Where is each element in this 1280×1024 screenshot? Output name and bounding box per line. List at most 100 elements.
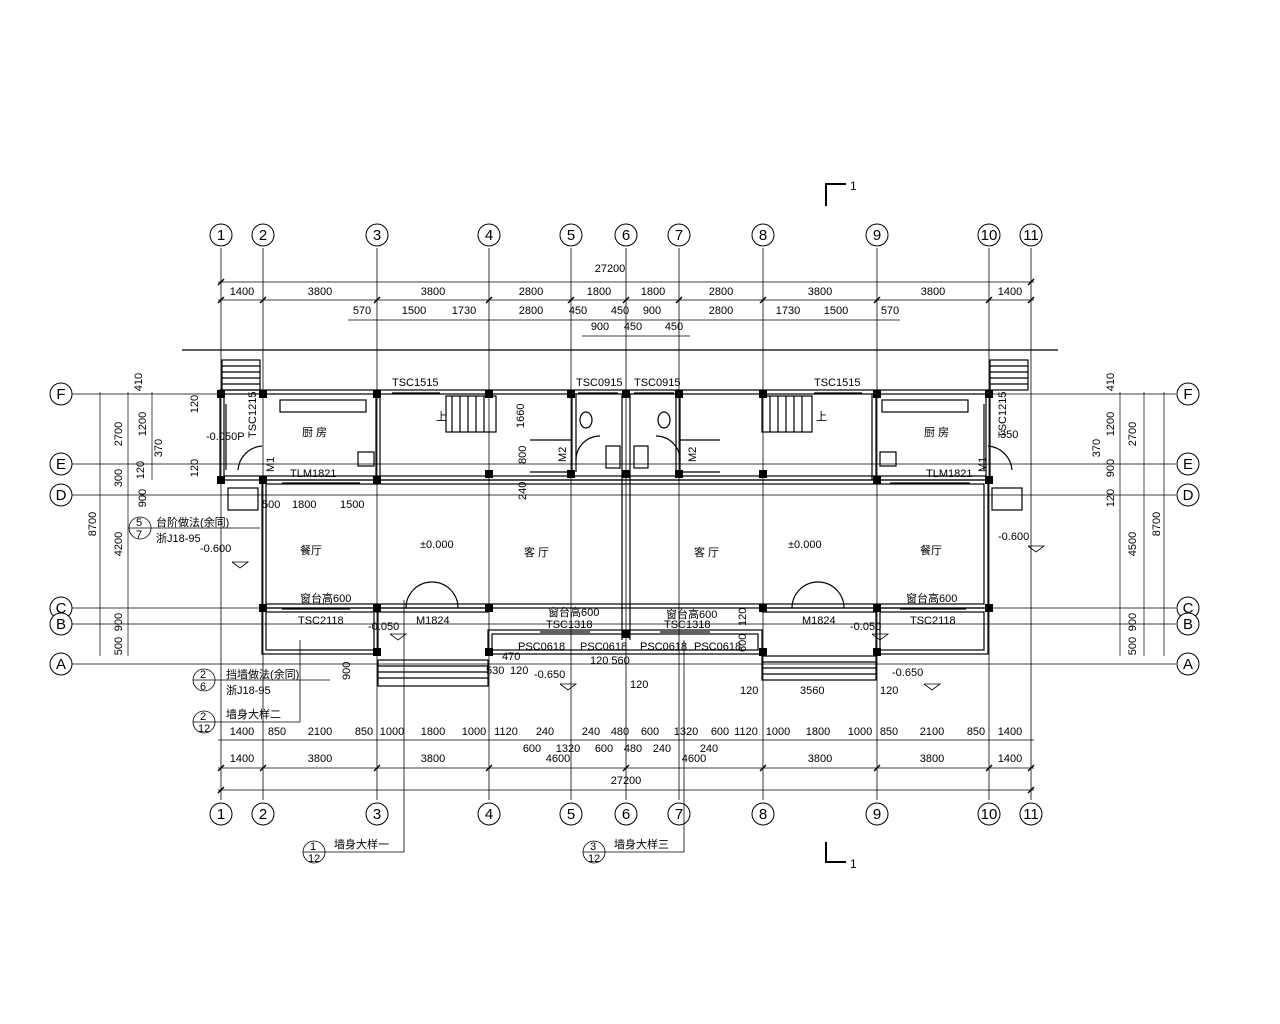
room-dining-left: 餐厅 xyxy=(300,543,322,557)
axis-top-1-circle xyxy=(209,223,233,247)
dim-bottom-row2-12: 1320 xyxy=(674,726,698,738)
dim-bottom-row2-6: 1000 xyxy=(462,726,486,738)
axis-left-E-circle xyxy=(49,452,73,476)
axis-top-3: 3 xyxy=(373,227,381,244)
axis-left-D: D xyxy=(56,487,67,504)
dim-120-e: 120 xyxy=(510,665,528,677)
level-m650-right: -0.650 xyxy=(892,667,923,679)
dim-bottom-row2-19: 2100 xyxy=(920,726,944,738)
column-17 xyxy=(759,470,767,478)
walls xyxy=(182,349,1058,687)
label-m1824-right: M1824 xyxy=(802,615,836,627)
axis-top-2-circle xyxy=(251,223,275,247)
axis-bottom-11: 11 xyxy=(1023,806,1039,823)
callout-wall3-sheet: 12 xyxy=(588,853,600,865)
axis-top-6: 6 xyxy=(622,227,630,244)
sill-note-2: 窗台高600 xyxy=(548,605,599,619)
column-11 xyxy=(259,476,267,484)
column-13 xyxy=(485,470,493,478)
column-9 xyxy=(985,390,993,398)
dim-left-2: 1200 xyxy=(137,412,149,436)
dim-bottom-row2-4: 1000 xyxy=(380,726,404,738)
axis-top-11-circle xyxy=(1019,223,1043,247)
label-psc0618-2: PSC0618 xyxy=(580,641,627,653)
axis-top-1: 1 xyxy=(217,227,225,244)
dim-right-7: 8700 xyxy=(1151,512,1163,536)
label-m1-left: M1 xyxy=(265,457,277,472)
section-mark-bottom: 1 xyxy=(850,857,857,871)
dim-top-row1-2: 3800 xyxy=(421,286,445,298)
dim-top-row2-5: 450 xyxy=(611,305,629,317)
axis-top-8-circle xyxy=(751,223,775,247)
column-2 xyxy=(373,390,381,398)
axis-bottom-1-circle xyxy=(209,802,233,826)
column-25 xyxy=(873,604,881,612)
callout-wall1-text: 墙身大样一 xyxy=(334,837,389,851)
level-350: 350 xyxy=(1000,429,1018,441)
axis-bottom-7: 7 xyxy=(675,806,683,823)
label-tlm1821-right: TLM1821 xyxy=(926,468,972,480)
label-tsc1318-left: TSC1318 xyxy=(546,619,592,631)
dim-top-row2-2: 1730 xyxy=(452,305,476,317)
axis-left-E: E xyxy=(56,456,66,473)
axis-right-F: F xyxy=(1183,386,1192,403)
dim-top-row1-8: 3800 xyxy=(921,286,945,298)
dim-top-row1-0: 1400 xyxy=(230,286,254,298)
axis-bottom-3-circle xyxy=(365,802,389,826)
dim-left-0: 410 xyxy=(133,373,145,391)
dim-top-row2-7: 2800 xyxy=(709,305,733,317)
dim-bottom-row2-1: 850 xyxy=(268,726,286,738)
dim-top-row3-2: 450 xyxy=(665,321,683,333)
axis-left-C: C xyxy=(56,600,67,617)
axis-top-10-circle xyxy=(977,223,1001,247)
dim-left-9: 8700 xyxy=(87,512,99,536)
axis-right-A: A xyxy=(1183,656,1193,673)
column-16 xyxy=(675,470,683,478)
dim-top-row2-4: 450 xyxy=(569,305,587,317)
column-26 xyxy=(985,604,993,612)
axis-left-D-circle xyxy=(49,483,73,507)
column-29 xyxy=(759,648,767,656)
dim-left-10: 900 xyxy=(137,489,149,507)
axis-top-5-circle xyxy=(559,223,583,247)
label-m1-right: M1 xyxy=(977,457,989,472)
structural-columns xyxy=(217,390,993,656)
callout-retaining-text: 挡墙做法(余同) xyxy=(226,667,299,681)
column-23 xyxy=(622,630,630,638)
axis-top-6-circle xyxy=(614,223,638,247)
axis-bottom-11-circle xyxy=(1019,802,1043,826)
dim-right-0: 410 xyxy=(1105,373,1117,391)
dim-bottom-row3-5: 240 xyxy=(700,743,718,755)
dim-top-row2-1: 1500 xyxy=(402,305,426,317)
level-m600-right: -0.600 xyxy=(998,531,1029,543)
label-tsc2118-left: TSC2118 xyxy=(298,615,344,627)
dim-top-row1-9: 1400 xyxy=(998,286,1022,298)
dim-bottom-row1-6: 3800 xyxy=(920,753,944,765)
dim-right-9: 500 xyxy=(1127,637,1139,655)
dim-top-row1-4: 1800 xyxy=(587,286,611,298)
callout-retaining-sheet: 6 xyxy=(200,681,206,693)
axis-left-B-circle xyxy=(49,612,73,636)
axis-right-C: C xyxy=(1183,600,1194,617)
axis-bottom-9-circle xyxy=(865,802,889,826)
level-m650-left: -0.650 xyxy=(534,669,565,681)
column-12 xyxy=(373,476,381,484)
dim-bottom-row1-7: 1400 xyxy=(998,753,1022,765)
callout-stair-ref: 浙J18-95 xyxy=(156,532,201,545)
dim-530: 530 xyxy=(486,665,504,677)
callout-stair-text: 台阶做法(余同) xyxy=(156,515,229,529)
dim-top-row2-10: 570 xyxy=(881,305,899,317)
callout-wall3-text: 墙身大样三 xyxy=(614,837,669,851)
dim-top-row2-6: 900 xyxy=(643,305,661,317)
label-tsc0915-left: TSC0915 xyxy=(576,377,622,389)
label-tsc1318-right: TSC1318 xyxy=(664,619,710,631)
axis-right-B-circle xyxy=(1176,612,1200,636)
dim-top-row1-7: 3800 xyxy=(808,286,832,298)
label-m2-right: M2 xyxy=(687,447,699,462)
dim-top-row1-6: 2800 xyxy=(709,286,733,298)
label-tsc1215-right: TSC1215 xyxy=(997,392,1009,438)
axis-bottom-7-circle xyxy=(667,802,691,826)
column-4 xyxy=(567,390,575,398)
